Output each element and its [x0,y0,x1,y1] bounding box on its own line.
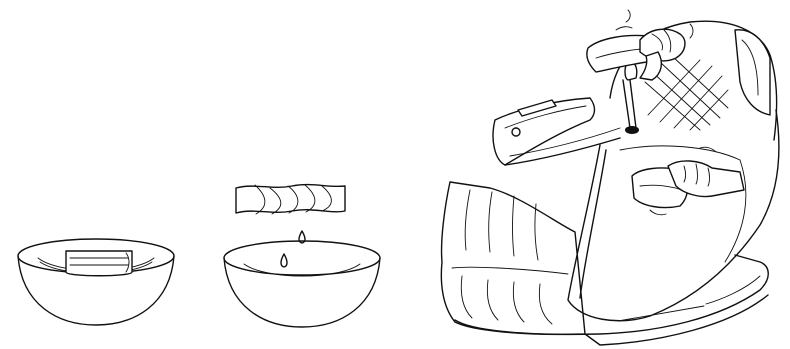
water-drop-icon [281,254,287,267]
bowl-icon [224,241,380,327]
remote-holder [623,62,639,134]
chair-body [568,110,779,321]
massage-chair-illustration [441,10,779,345]
wring-towel-illustration [224,185,380,327]
leg-rest [441,182,585,334]
armrest [493,98,620,165]
upper-hand-with-cloth [587,10,693,80]
twisted-towel-icon [236,185,345,214]
folded-towel-icon [66,251,132,276]
soak-towel-illustration [18,239,174,325]
lower-hand-with-cloth [632,147,744,215]
